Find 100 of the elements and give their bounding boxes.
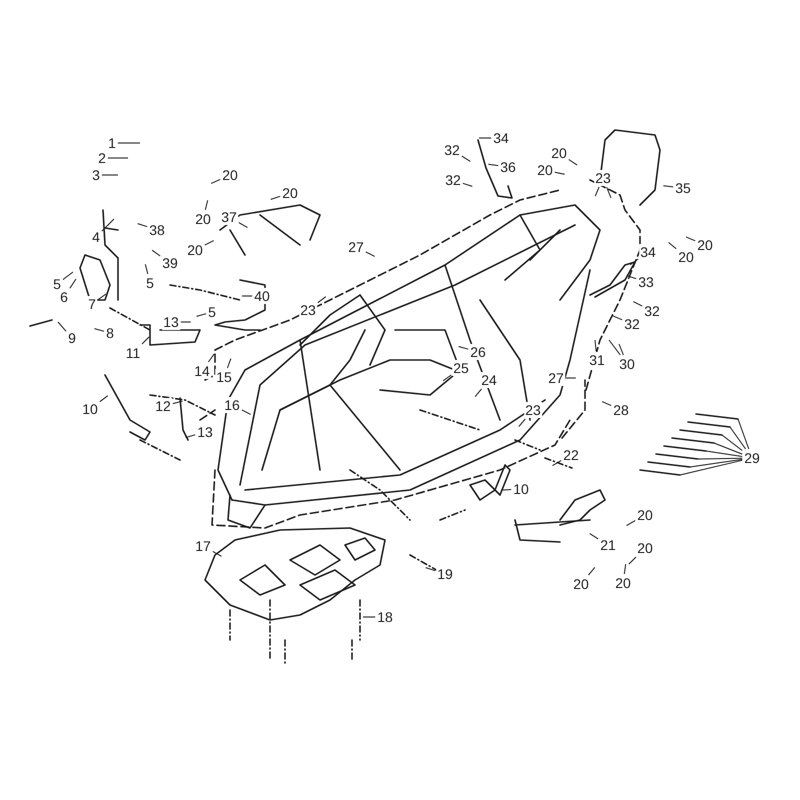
leader-line	[488, 164, 499, 166]
leader-line	[626, 520, 636, 526]
callout-number: 34	[639, 244, 657, 260]
leader-line	[714, 442, 743, 455]
leader-line	[612, 315, 623, 320]
leader-line	[698, 458, 743, 460]
callout-number: 20	[536, 162, 554, 178]
leader-line	[362, 616, 376, 618]
leader-line	[365, 251, 376, 257]
leader-line	[668, 242, 677, 250]
callout-number: 3	[91, 167, 101, 183]
leader-line	[58, 322, 67, 332]
leader-line	[626, 275, 637, 280]
callout-number: 32	[643, 303, 661, 319]
leader-line	[204, 240, 214, 246]
leader-line	[196, 313, 207, 317]
callout-number: 28	[612, 402, 630, 418]
leader-line	[618, 344, 624, 356]
callout-number: 36	[499, 159, 517, 175]
callout-number: 20	[550, 145, 568, 161]
leader-line	[680, 460, 743, 476]
leader-line	[94, 328, 105, 332]
leader-line	[518, 418, 526, 428]
callout-number: 27	[347, 239, 365, 255]
callout-number: 31	[588, 352, 606, 368]
callout-number: 20	[572, 576, 590, 592]
leader-line	[500, 489, 512, 491]
leader-line	[686, 236, 696, 242]
leader-line	[624, 564, 626, 574]
callout-number: 20	[186, 242, 204, 258]
leader-line	[185, 434, 196, 438]
leader-line	[628, 556, 636, 565]
callout-number: 20	[696, 237, 714, 253]
callout-number: 1	[107, 135, 117, 151]
leader-line	[210, 178, 221, 184]
leader-line	[552, 460, 562, 466]
callout-number: 34	[492, 130, 510, 146]
callout-number: 29	[743, 450, 761, 466]
callout-number: 16	[223, 397, 241, 413]
callout-number: 20	[221, 167, 239, 183]
callout-number: 25	[452, 360, 470, 376]
leader-line	[97, 294, 106, 300]
callout-number: 39	[161, 255, 179, 271]
leader-line	[101, 174, 118, 176]
leader-line	[632, 301, 643, 307]
leader-line	[442, 374, 452, 382]
callout-number: 38	[148, 222, 166, 238]
leader-line	[172, 400, 183, 404]
leader-line	[142, 336, 150, 344]
callout-number: 7	[87, 296, 97, 312]
leader-line	[99, 395, 108, 402]
leader-line	[589, 533, 599, 540]
callout-number: 35	[674, 180, 692, 196]
leader-line	[101, 218, 114, 232]
callout-number: 8	[105, 325, 115, 341]
callout-number: 30	[618, 356, 636, 372]
callout-number: 5	[207, 304, 217, 320]
leader-line	[117, 142, 140, 144]
callout-number: 32	[444, 172, 462, 188]
leader-line	[690, 458, 743, 468]
callout-number: 10	[81, 401, 99, 417]
leader-line	[594, 186, 600, 197]
callout-number: 20	[636, 540, 654, 556]
callout-number: 10	[512, 481, 530, 497]
callout-number: 20	[636, 507, 654, 523]
leader-line	[462, 182, 473, 187]
callout-number: 13	[196, 424, 214, 440]
leader-line	[317, 296, 326, 304]
callout-number: 2	[97, 150, 107, 166]
leader-line	[730, 426, 746, 450]
leader-line	[630, 258, 639, 266]
leader-line	[602, 401, 612, 406]
callout-number: 14	[193, 363, 211, 379]
leader-line	[270, 196, 281, 200]
callout-number: 18	[376, 609, 394, 625]
leader-line	[594, 340, 597, 352]
leader-line	[238, 222, 248, 228]
callout-number: 20	[281, 185, 299, 201]
callout-number: 5	[52, 276, 62, 292]
leader-line	[204, 200, 208, 210]
leader-line	[241, 409, 252, 415]
callout-number: 32	[443, 142, 461, 158]
callout-number: 15	[215, 369, 233, 385]
callout-number: 40	[253, 288, 271, 304]
callout-number: 11	[124, 345, 142, 361]
leader-line	[137, 223, 148, 228]
callout-number: 20	[677, 249, 695, 265]
callout-number: 33	[637, 274, 655, 290]
leader-line	[212, 550, 222, 557]
callout-number: 26	[469, 344, 487, 360]
leader-line	[474, 388, 482, 398]
leader-line	[144, 264, 148, 274]
leader-line	[226, 358, 232, 368]
callout-number: 5	[145, 275, 155, 291]
leader-line	[208, 353, 215, 362]
leader-line	[722, 434, 743, 451]
leader-line	[69, 278, 76, 289]
leader-line	[662, 185, 674, 188]
leader-line	[461, 156, 471, 162]
callout-number: 23	[524, 402, 542, 418]
